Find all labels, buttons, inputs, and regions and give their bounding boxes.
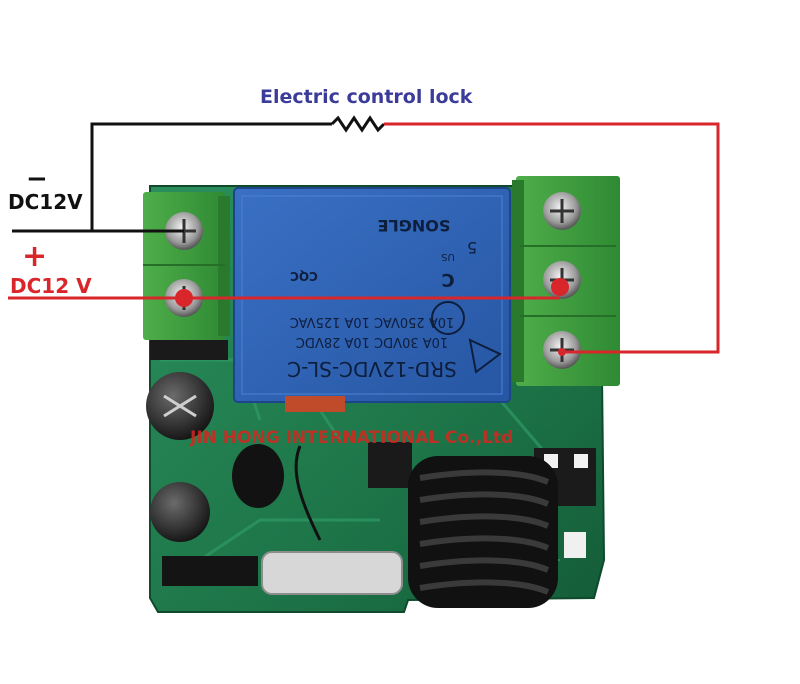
relay-brand: SONGLE	[378, 216, 451, 235]
resistor-icon	[330, 115, 386, 133]
button-switch	[564, 532, 586, 558]
relay-logo-icon	[468, 338, 502, 374]
watermark: JIN HONG INTERNATIONAL Co.,Ltd	[190, 428, 514, 448]
electric-lock-symbol	[330, 115, 386, 133]
relay-cert-c: C	[441, 269, 454, 290]
antenna-coil	[294, 445, 558, 608]
relay-cqc: CQC	[290, 269, 318, 283]
relay: SRD-12VDC-SL-C 10A 30VDC 10A 28VDC 10A 2…	[233, 187, 511, 403]
relay-rating-1: 10A 30VDC 10A 28VDC	[296, 334, 448, 349]
ic-chip	[368, 442, 412, 488]
relay-number: 5	[467, 238, 477, 257]
pin-header	[162, 556, 258, 586]
diode	[285, 396, 345, 412]
negative-sign: −	[26, 164, 48, 194]
left-terminal-block	[143, 192, 230, 360]
wire-negative	[12, 122, 332, 233]
positive-label: DC12 V	[10, 274, 92, 298]
cqc-seal-icon	[431, 301, 465, 335]
relay-cert-us: US	[441, 251, 455, 262]
transistor-icon	[232, 444, 284, 508]
crystal-oscillator	[261, 551, 403, 595]
junction-dot	[175, 289, 193, 307]
capacitor-icon	[150, 482, 210, 542]
components	[146, 372, 596, 595]
junction-dot	[558, 348, 566, 356]
relay-model: SRD-12VDC-SL-C	[287, 357, 457, 381]
diagram-title: Electric control lock	[260, 86, 473, 108]
wire-positive	[8, 122, 720, 356]
positive-sign: +	[22, 239, 48, 274]
junction-dot	[551, 278, 569, 296]
negative-label: DC12V	[8, 190, 83, 214]
relay-rating-2: 10A 250VAC 10A 125VAC	[290, 314, 455, 329]
